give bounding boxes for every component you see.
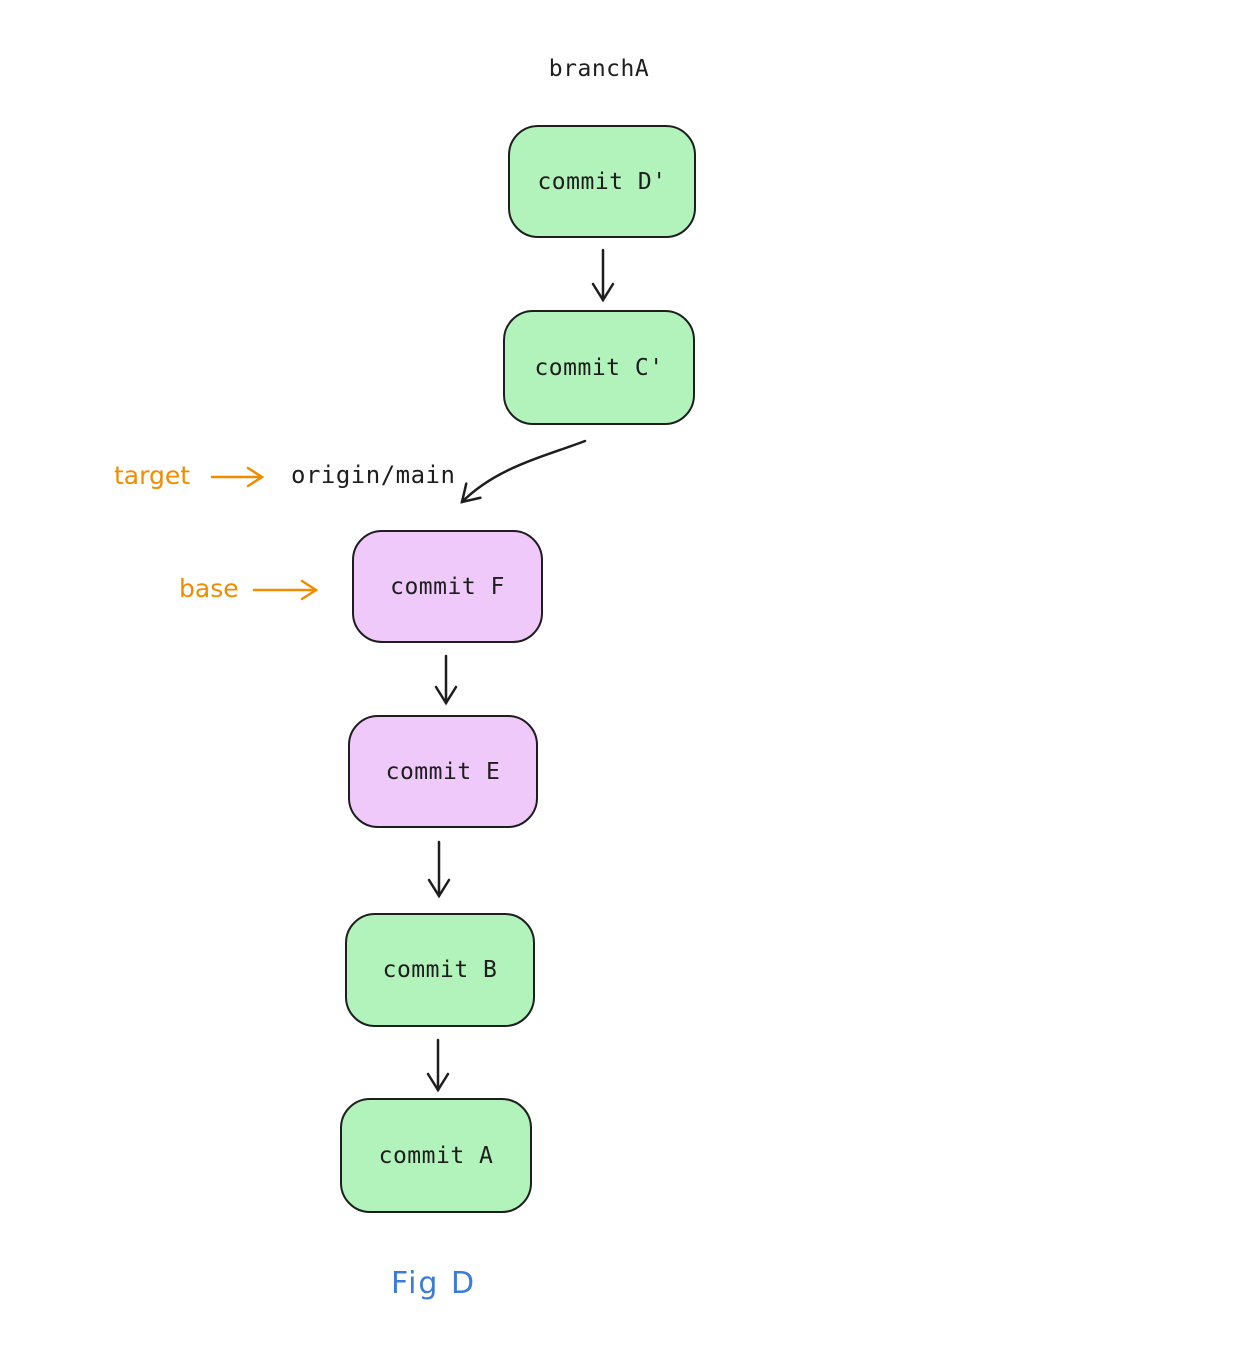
commit-node-label: commit E (385, 758, 501, 785)
commit-node-f: commit F (352, 530, 543, 643)
arrow-c-to-f-curved (460, 439, 587, 504)
commit-node-label: commit A (378, 1142, 494, 1169)
commit-node-a: commit A (340, 1098, 532, 1213)
commit-node-e: commit E (348, 715, 538, 828)
target-annotation-label: target (114, 461, 191, 490)
commit-node-b: commit B (345, 913, 535, 1027)
origin-main-ref-label: origin/main (291, 461, 456, 489)
commit-node-label: commit D' (537, 168, 667, 195)
commit-node-d-prime: commit D' (508, 125, 696, 238)
base-annotation-label: base (179, 574, 239, 603)
commit-node-label: commit F (390, 573, 505, 600)
figure-caption: Fig D (391, 1266, 477, 1301)
commit-node-label: commit B (382, 957, 498, 983)
branch-label: branchA (548, 56, 650, 82)
commit-node-label: commit C' (534, 354, 664, 381)
commit-node-c-prime: commit C' (503, 310, 695, 425)
